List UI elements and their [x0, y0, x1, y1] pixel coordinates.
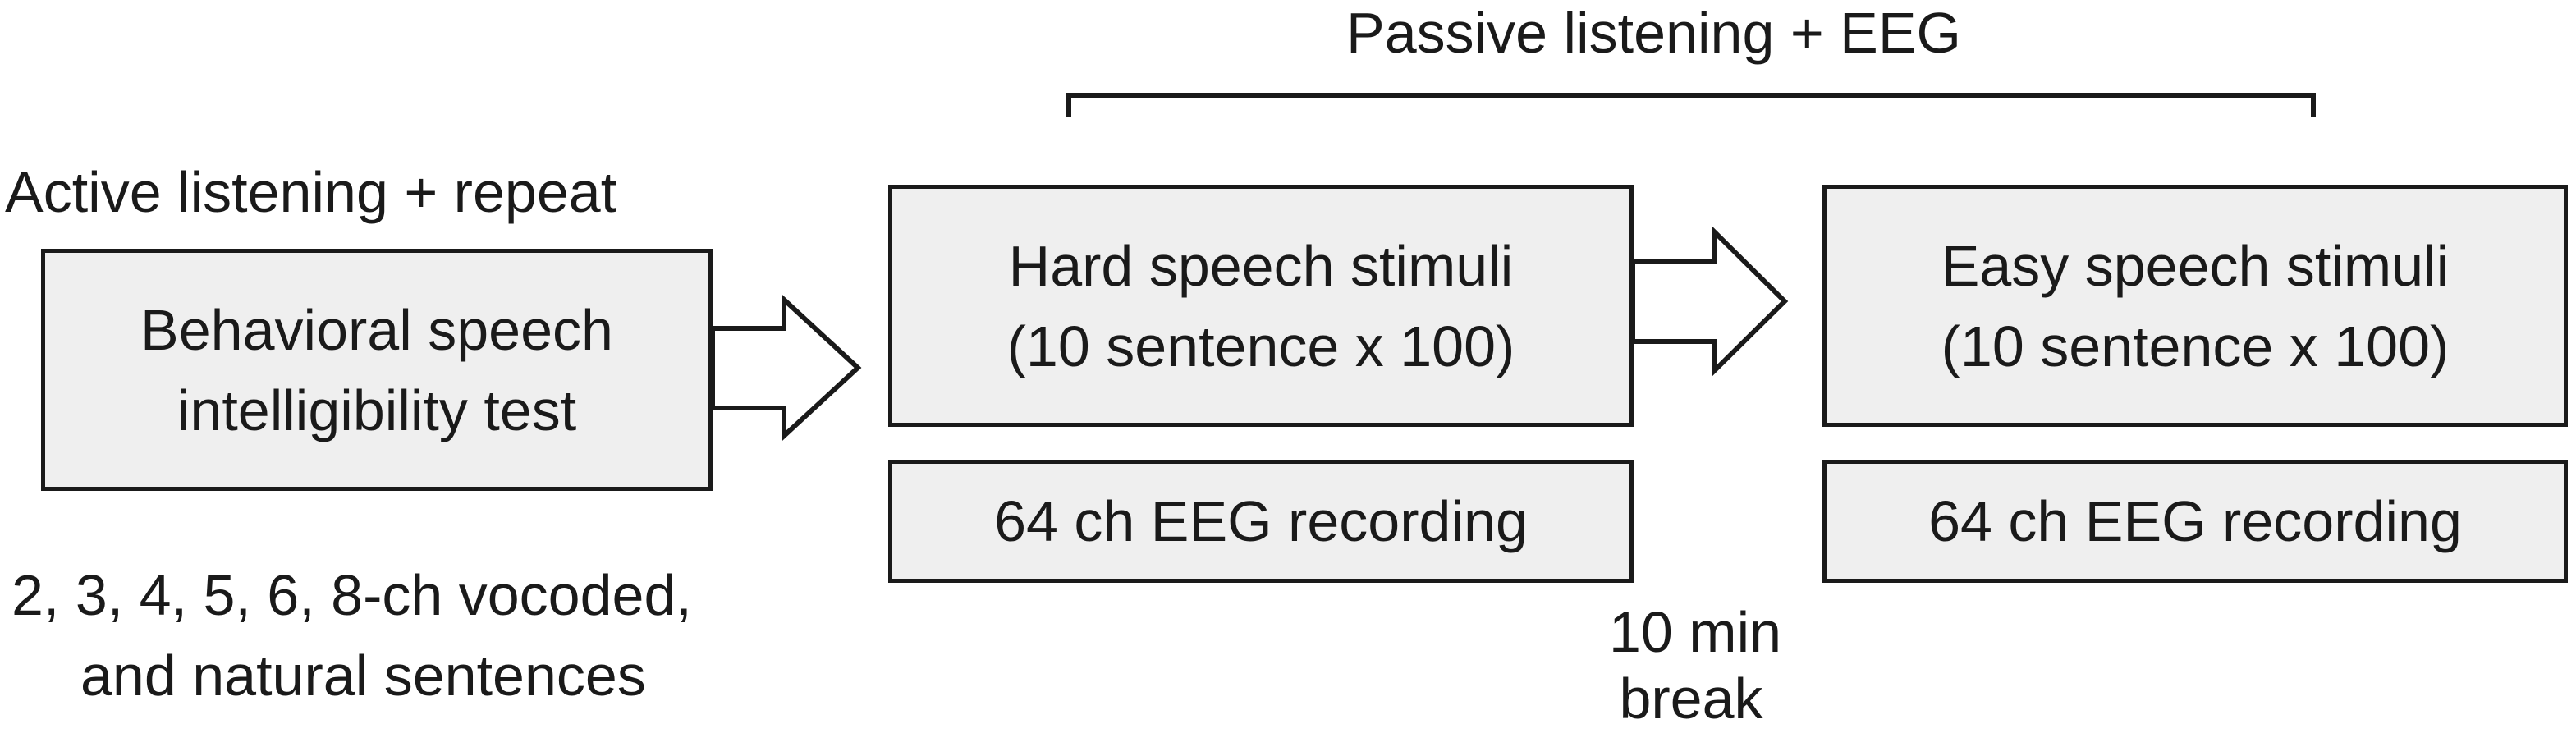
break-note-line1: 10 min: [1609, 600, 1782, 664]
hard-speech-box: Hard speech stimuli (10 sentence x 100): [888, 185, 1634, 427]
hard-box-line1: Hard speech stimuli: [1008, 233, 1514, 298]
arrow-to-easy-block: [1630, 225, 1789, 378]
conditions-note: 2, 3, 4, 5, 6, 8-ch vocoded, and natural…: [11, 555, 692, 716]
conditions-note-line1: 2, 3, 4, 5, 6, 8-ch vocoded,: [11, 563, 692, 627]
break-note-line2: break: [1619, 666, 1763, 731]
active-listening-label: Active listening + repeat: [5, 160, 617, 224]
eeg-recording-label-easy: 64 ch EEG recording: [1928, 489, 2462, 553]
easy-box-line1: Easy speech stimuli: [1941, 233, 2450, 298]
eeg-recording-box-easy: 64 ch EEG recording: [1822, 460, 2568, 583]
behavioral-box-line1: Behavioral speech: [140, 297, 613, 362]
break-note: 10 min break: [1609, 599, 1782, 731]
eeg-recording-box-hard: 64 ch EEG recording: [888, 460, 1634, 583]
easy-box-line2: (10 sentence x 100): [1941, 314, 2450, 378]
behavioral-box-line2: intelligibility test: [176, 378, 577, 442]
arrow-to-hard-block: [710, 294, 862, 442]
easy-speech-box: Easy speech stimuli (10 sentence x 100): [1822, 185, 2568, 427]
hard-box-line2: (10 sentence x 100): [1006, 314, 1515, 378]
eeg-recording-label-hard: 64 ch EEG recording: [994, 489, 1528, 553]
passive-bracket: [1066, 93, 2316, 117]
conditions-note-line2: and natural sentences: [80, 644, 646, 708]
behavioral-test-box: Behavioral speech intelligibility test: [41, 249, 713, 491]
passive-listening-label: Passive listening + EEG: [1346, 1, 1961, 65]
